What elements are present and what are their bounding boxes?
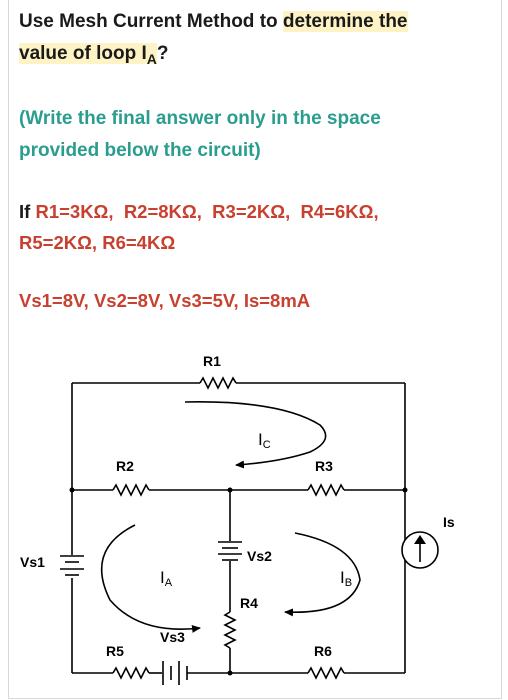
vs1-label: Vs1 — [20, 554, 45, 570]
is-label: Is — [443, 514, 455, 530]
is-arrow-icon — [414, 535, 426, 544]
r6-label: R6 — [314, 643, 332, 659]
vs2-value: Vs2=8V, — [93, 290, 164, 311]
question-highlight-1: determine the — [282, 11, 408, 32]
r6-resistor — [307, 666, 345, 680]
r3-label: R3 — [315, 458, 333, 474]
resistor-values-line-1: If R1=3KΩ, R2=8KΩ, R3=2KΩ, R4=6KΩ, — [19, 197, 499, 226]
content-frame — [8, 0, 502, 699]
vs3-value: Vs3=5V, — [168, 290, 239, 311]
instruction-line-1: (Write the final answer only in the spac… — [19, 108, 381, 129]
question-highlight-2: value of loop IA — [19, 43, 157, 67]
r4-value: R4=6KΩ, — [300, 201, 379, 222]
ia-label: IA — [160, 568, 173, 589]
r1-resistor — [199, 376, 237, 390]
if-label: If — [19, 201, 36, 222]
r6-value: R6=4KΩ — [102, 232, 176, 253]
r1-label: R1 — [203, 353, 221, 369]
question-tail: ? — [156, 43, 169, 64]
r3-resistor — [307, 483, 345, 497]
ic-label: IC — [258, 430, 271, 451]
node-right — [402, 487, 408, 493]
r2-value: R2=8KΩ, — [123, 201, 202, 222]
ib-label: IB — [340, 568, 352, 589]
loop-ib-arrow — [284, 532, 361, 617]
r5-value: R5=2KΩ, — [19, 232, 98, 253]
instruction-text: (Write the final answer only in the spac… — [19, 103, 489, 167]
is-value: Is=8mA — [243, 290, 311, 311]
vs2-label: Vs2 — [247, 548, 272, 564]
r1-value: R1=3KΩ, — [35, 201, 114, 222]
source-values-line: Vs1=8V, Vs2=8V, Vs3=5V, Is=8mA — [19, 286, 499, 315]
question-lead: Use Mesh Current Method to — [19, 11, 283, 32]
vs3-label: Vs3 — [160, 629, 185, 645]
loop-ia-arrow — [100, 524, 201, 633]
node-center-bottom — [227, 670, 233, 676]
r4-label: R4 — [240, 595, 258, 611]
r5-label: R5 — [106, 643, 124, 659]
r3-value: R3=2KΩ, — [212, 201, 291, 222]
r2-resistor — [112, 483, 150, 497]
question-text: Use Mesh Current Method to determine the… — [19, 6, 489, 70]
node-center-top — [227, 487, 233, 493]
resistor-values-line-2: R5=2KΩ, R6=4KΩ — [19, 228, 499, 257]
r4-resistor — [223, 611, 237, 649]
instruction-line-2: provided below the circuit) — [19, 140, 261, 161]
vs1-value: Vs1=8V, — [19, 290, 89, 311]
node-left — [69, 487, 75, 493]
r2-label: R2 — [116, 458, 134, 474]
r5-resistor — [112, 666, 150, 680]
question-loop-sub: A — [146, 51, 157, 67]
loop-ic-arrow — [184, 401, 327, 469]
question-loop: value of loop I — [19, 43, 147, 64]
